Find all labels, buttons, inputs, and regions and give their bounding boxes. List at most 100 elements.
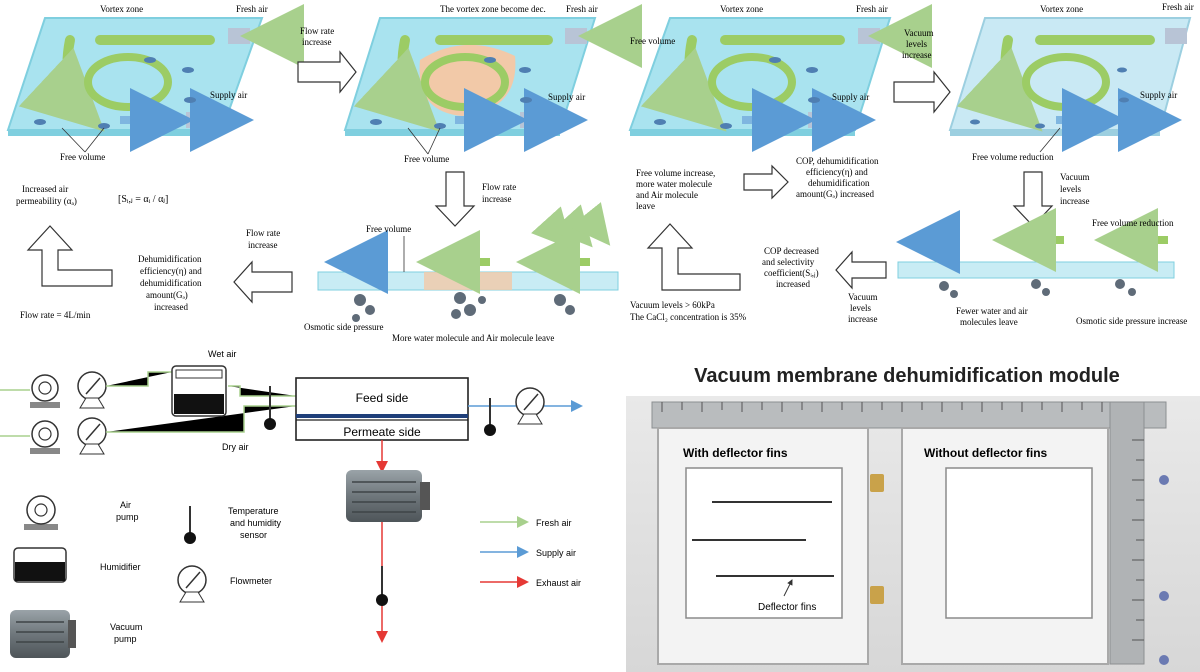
selectivity-formula: [Sᵢ,ⱼ = αᵢ / αⱼ]	[118, 194, 168, 205]
connector	[870, 474, 884, 492]
text-line: Free volume increase,	[636, 168, 715, 178]
molecule	[1115, 279, 1125, 289]
photo-title: Vacuum membrane dehumidification module	[694, 365, 1120, 387]
molecule	[464, 304, 476, 316]
vortex-zone-area	[424, 272, 512, 290]
text-line: increased	[776, 279, 810, 289]
vertical-ruler	[1109, 401, 1145, 665]
osmotic-label: Osmotic side pressure	[304, 322, 383, 332]
leader-line	[1039, 127, 1061, 153]
molecule	[1042, 288, 1050, 296]
text-line: amount(Gₔ)	[146, 290, 188, 300]
molecule	[1128, 288, 1136, 296]
cacl2-condition: The CaCl₂ concentration is 35%	[630, 312, 747, 322]
legend-temp-sensor-label: and humidity	[230, 518, 282, 528]
incoming-arrow	[531, 206, 573, 250]
free-volume-dot	[434, 123, 446, 129]
free-volume-dot	[484, 57, 496, 63]
free-volume-dot	[1117, 67, 1127, 73]
vacuum-condition: Vacuum levels > 60kPa	[630, 300, 715, 310]
molecule	[365, 305, 375, 315]
legend-air-pump-icon	[24, 495, 58, 530]
legend-exhaust-air-label: Exhaust air	[536, 578, 581, 588]
without-fins-label: Without deflector fins	[924, 446, 1048, 460]
arrow-label: Vacuum	[904, 28, 934, 38]
text-line: increased	[154, 302, 188, 312]
free-volume-dot	[182, 67, 194, 73]
membrane-channel	[897, 261, 1175, 279]
fin-pointer	[783, 579, 793, 597]
outlet-block	[520, 112, 542, 128]
text-line: Dehumidification	[138, 254, 202, 264]
more-water-label: More water molecule and Air molecule lea…	[392, 333, 554, 343]
arrow-label: increase	[482, 194, 511, 204]
right-uturn-arrow	[646, 223, 741, 291]
right-mid-arrow	[743, 164, 789, 200]
fewer-water-label: Fewer water and air	[956, 306, 1028, 316]
free-volume-dot	[98, 123, 110, 129]
vacuum-arrow-c: Vacuum levels increase	[835, 250, 887, 324]
fewer-water-label: molecules leave	[960, 317, 1018, 327]
free-volume-dot	[34, 119, 46, 125]
outlet-block	[1118, 112, 1140, 128]
supply-air-label: Supply air	[210, 90, 247, 100]
fresh-air-label: Fresh air	[856, 4, 888, 14]
text-line: dehumidification	[140, 278, 202, 288]
legend-vacuum-pump-icon	[10, 610, 76, 658]
free-volume-label: Free volume	[60, 152, 105, 162]
free-volume-label: Free volume	[630, 36, 675, 46]
molecule	[565, 305, 575, 315]
dehumidification-text: Dehumidification efficiency(η) and dehum…	[138, 254, 202, 312]
flow-rate-condition: Flow rate = 4L/min	[20, 310, 91, 320]
vortex-zone-label: Vortex zone	[100, 4, 143, 14]
vortex-zone-label: Vortex zone	[1040, 4, 1083, 14]
vacuum-pump	[346, 470, 430, 522]
flowmeter-bottom	[77, 417, 107, 455]
free-volume-dot	[519, 67, 531, 73]
free-volume-label: Free volume	[404, 154, 449, 164]
screw	[1159, 655, 1169, 665]
leader-line	[427, 127, 441, 155]
arrow-label: Vacuum	[1060, 172, 1090, 182]
free-volume-dot	[370, 119, 382, 125]
legend-air-pump-label: pump	[116, 512, 139, 522]
cop-decreased-text: COP decreased and selectivity coefficien…	[762, 246, 819, 289]
supply-air-label: Supply air	[1140, 90, 1177, 100]
increased-perm-label: permeability (αₐ)	[16, 196, 77, 206]
with-fins-label: With deflector fins	[683, 446, 788, 460]
panel-1-membrane-plate: Vortex zone Fresh air Supply air Free vo…	[6, 4, 304, 162]
osmotic-increase-label: Osmotic side pressure increase	[1076, 316, 1187, 326]
panel-3-membrane-plate: Vortex zone Free volume Fresh air Supply…	[628, 4, 932, 152]
text-line: dehumidification	[808, 178, 870, 188]
arrow-label: Flow rate	[300, 26, 334, 36]
vacuum-arrow-a: Vacuum levels increase	[893, 28, 951, 114]
text-line: efficiency(η) and	[806, 167, 868, 177]
arrow-label: Vacuum	[848, 292, 878, 302]
incoming-arrow	[551, 204, 593, 248]
schematic: Wet air Dry air Feed side Permeate side	[0, 349, 583, 643]
legend-air-pump-label: Air	[120, 500, 131, 510]
molecule	[950, 290, 958, 298]
cop-text: COP, dehumidification efficiency(η) and …	[796, 156, 879, 199]
vortex-zone-label: Vortex zone	[720, 4, 763, 14]
legend-fresh-air-label: Fresh air	[536, 518, 572, 528]
supply-air-label: Supply air	[548, 92, 585, 102]
fresh-line	[228, 385, 296, 397]
molecule	[451, 309, 461, 319]
free-volume-dot	[806, 67, 818, 73]
free-volume-increase-text: Free volume increase, more water molecul…	[636, 168, 715, 211]
text-line: coefficient(Sᵢ,ⱼ)	[764, 268, 819, 278]
green-flow-arrow	[18, 35, 105, 132]
molecule	[554, 294, 566, 306]
outlet-block	[808, 112, 830, 128]
arrow-label: levels	[1060, 184, 1081, 194]
fresh-air-label: Fresh air	[1162, 2, 1194, 12]
arrow-label: levels	[906, 39, 927, 49]
free-volume-dot	[808, 97, 820, 103]
free-volume-dot	[970, 119, 980, 125]
vortex-swirl	[84, 53, 172, 111]
fresh-line	[106, 371, 172, 387]
air-pump-top	[30, 374, 60, 408]
arrow-label: levels	[850, 303, 871, 313]
